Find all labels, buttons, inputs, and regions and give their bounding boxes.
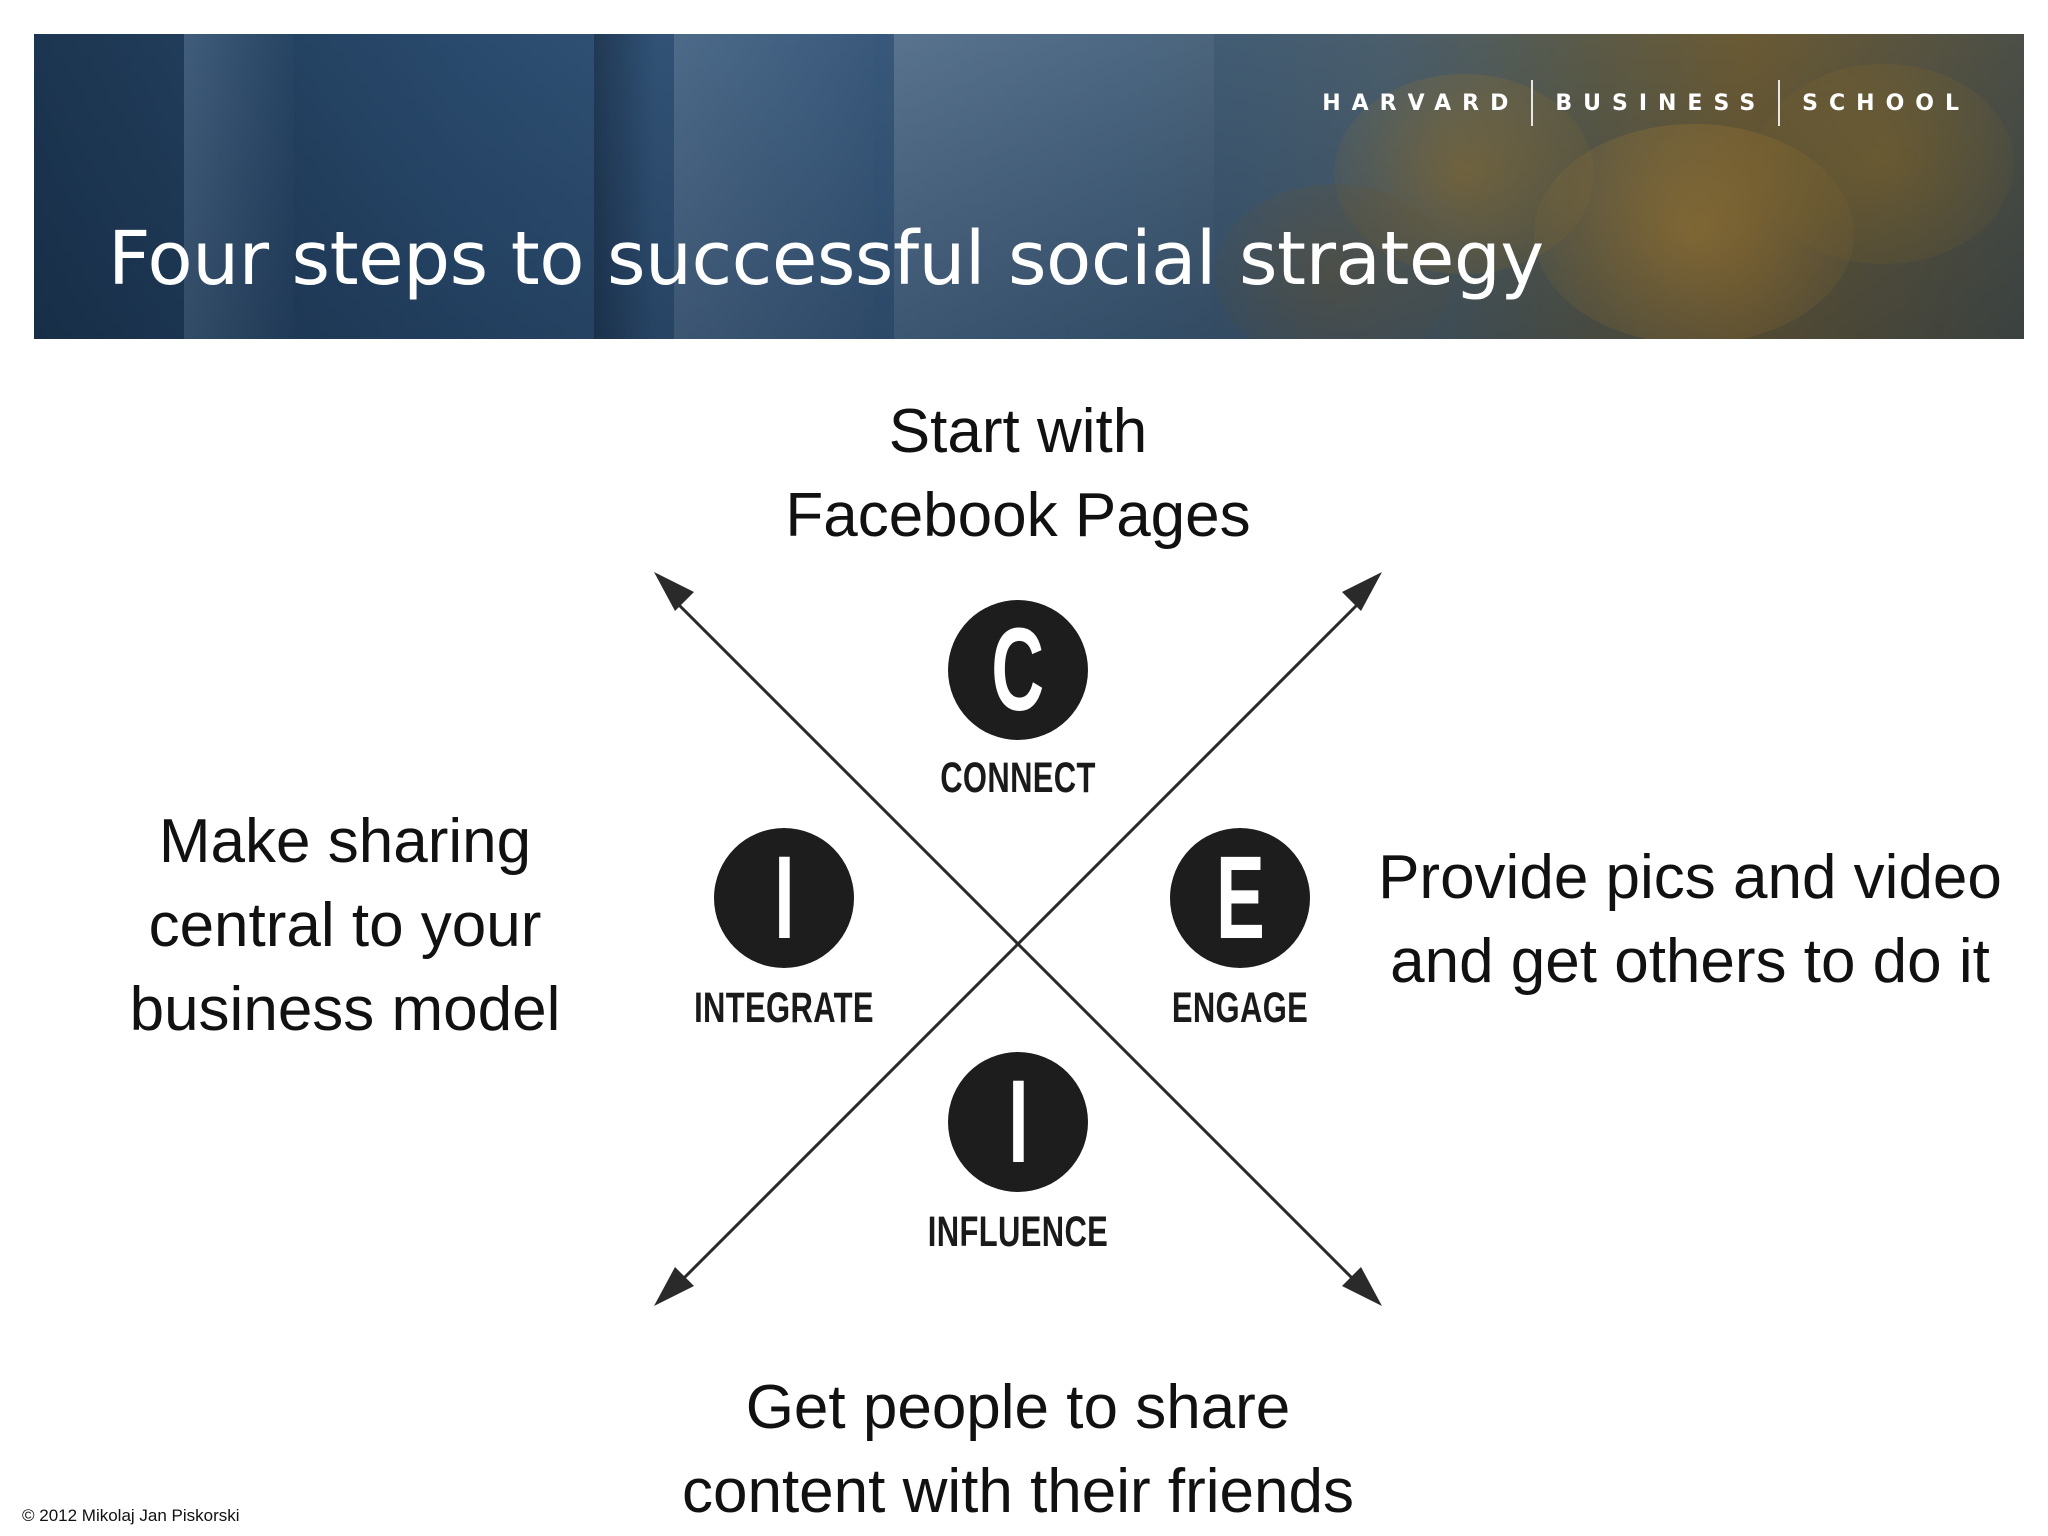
- page-title: Four steps to successful social strategy: [108, 216, 1544, 302]
- influence-badge: I: [948, 1052, 1088, 1192]
- brand-separator: [1531, 80, 1534, 126]
- arrow-line-diagonal-b: [670, 596, 1366, 1292]
- integrate-label: INTEGRATE: [694, 984, 874, 1032]
- engage-label: ENGAGE: [1171, 984, 1309, 1032]
- influence-letter: I: [1007, 1056, 1029, 1188]
- banner-photo-column: [594, 34, 654, 339]
- description-line: business model: [129, 975, 561, 1044]
- arrowhead-top-right: [1342, 572, 1382, 611]
- description-line: Facebook Pages: [785, 481, 1251, 550]
- connect-label: CONNECT: [940, 754, 1096, 802]
- integrate-description: Make sharing central to your business mo…: [90, 800, 600, 1052]
- description-line: content with their friends: [681, 1457, 1354, 1526]
- description-line: Make sharing: [158, 807, 532, 876]
- brand-separator: [1778, 80, 1781, 126]
- banner-photo-column: [184, 34, 294, 339]
- banner-photo-foliage: [1214, 184, 1454, 339]
- integrate-badge: I: [714, 828, 854, 968]
- brand-word-2: BUSINESS: [1555, 90, 1767, 116]
- description-line: Get people to share: [745, 1373, 1291, 1442]
- banner-photo-foliage: [1754, 64, 2014, 264]
- arrowhead-bottom-right: [1342, 1267, 1382, 1306]
- banner-photo-column: [674, 34, 874, 339]
- description-line: and get others to do it: [1390, 927, 1990, 996]
- copyright-notice: © 2012 Mikolaj Jan Piskorski: [22, 1506, 240, 1525]
- influence-label: INFLUENCE: [927, 1208, 1109, 1256]
- arrowhead-bottom-left: [654, 1267, 694, 1306]
- header-banner: HARVARD BUSINESS SCHOOL Four steps to su…: [34, 34, 2024, 339]
- brand-word-1: HARVARD: [1322, 90, 1520, 116]
- connect-badge: C: [948, 600, 1088, 740]
- engage-badge: E: [1170, 828, 1310, 968]
- connect-letter: C: [991, 604, 1045, 736]
- description-line: central to your: [148, 891, 542, 960]
- description-line: Provide pics and video: [1378, 843, 2002, 912]
- description-line: Start with: [888, 397, 1148, 466]
- banner-shade: [34, 34, 2024, 339]
- brand-wordmark: HARVARD BUSINESS SCHOOL: [1322, 80, 1970, 126]
- banner-photo-ornament: [894, 34, 1214, 339]
- engage-letter: E: [1215, 832, 1265, 964]
- engage-description: Provide pics and video and get others to…: [1340, 836, 2040, 1004]
- integrate-letter: I: [773, 832, 795, 964]
- brand-word-3: SCHOOL: [1802, 90, 1970, 116]
- influence-description: Get people to share content with their f…: [618, 1366, 1418, 1534]
- connect-description: Start with Facebook Pages: [718, 390, 1318, 558]
- arrowhead-top-left: [654, 572, 694, 611]
